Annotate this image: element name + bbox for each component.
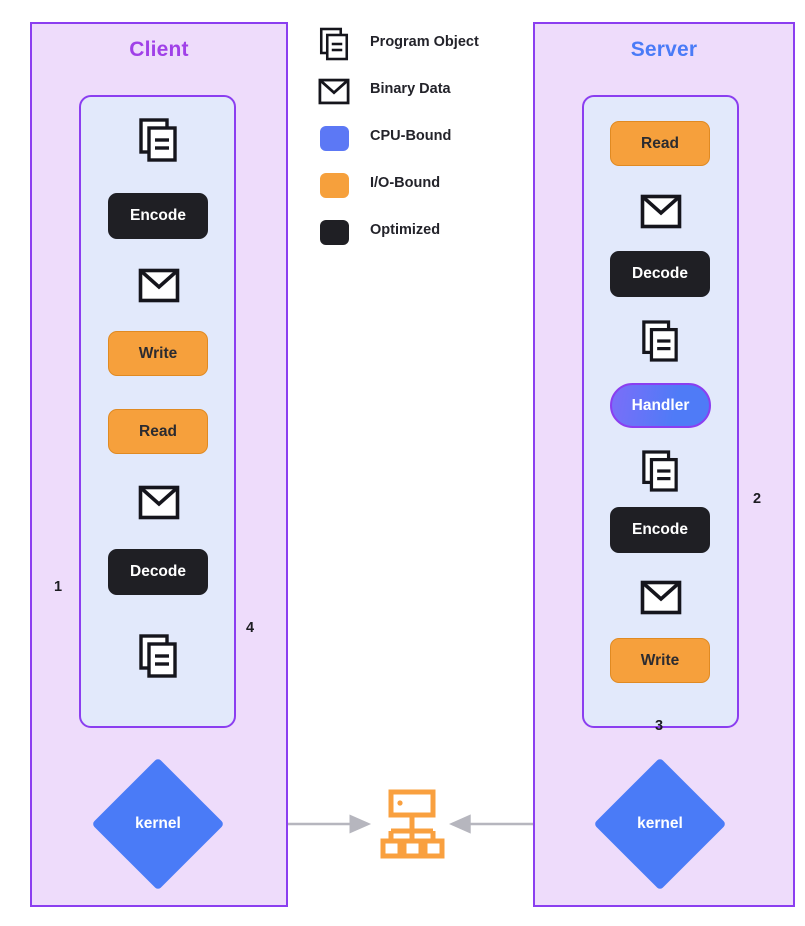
client-kernel[interactable]: kernel xyxy=(91,757,225,891)
client-node-write-label: Write xyxy=(138,344,178,362)
client-node-decode-label: Decode xyxy=(130,563,186,580)
flow-step-label-4: 4 xyxy=(246,620,255,636)
server-node-write[interactable]: Write xyxy=(610,638,710,683)
server-node-decode[interactable]: Decode xyxy=(610,251,710,297)
legend: Program Object Binary Data CPU-Bound I/O… xyxy=(318,27,528,263)
binary-data-icon xyxy=(640,194,682,234)
program-object-icon xyxy=(318,27,350,61)
binary-data-icon xyxy=(138,268,180,308)
flow-step-label-1: 1 xyxy=(54,579,63,595)
client-node-read-label: Read xyxy=(139,422,177,440)
binary-data-icon xyxy=(640,580,682,620)
client-node-encode-label: Encode xyxy=(130,207,186,224)
server-node-decode-label: Decode xyxy=(632,265,688,282)
server-node-encode-label: Encode xyxy=(632,521,688,538)
client-node-read[interactable]: Read xyxy=(108,409,208,454)
client-panel-title: Client xyxy=(129,38,189,61)
legend-label: CPU-Bound xyxy=(370,128,452,144)
legend-row: Optimized xyxy=(318,216,528,263)
client-node-decode[interactable]: Decode xyxy=(108,549,208,595)
legend-row: CPU-Bound xyxy=(318,122,528,169)
flow-step-label-2: 2 xyxy=(753,491,762,507)
legend-row: Program Object xyxy=(318,27,528,75)
server-node-encode[interactable]: Encode xyxy=(610,507,710,553)
cpu-bound-swatch-icon xyxy=(318,122,350,154)
io-bound-swatch-icon xyxy=(318,169,350,201)
server-panel-title: Server xyxy=(630,38,698,61)
server-node-handler[interactable]: Handler xyxy=(610,383,711,428)
optimized-swatch-icon xyxy=(318,216,350,248)
server-node-read-label: Read xyxy=(641,134,679,152)
server-node-handler-label: Handler xyxy=(631,396,690,414)
binary-data-icon xyxy=(138,485,180,525)
legend-label: Binary Data xyxy=(370,81,451,97)
program-object-icon xyxy=(641,450,679,497)
legend-label: I/O-Bound xyxy=(370,175,441,191)
legend-row: Binary Data xyxy=(318,75,528,122)
client-kernel-label: kernel xyxy=(135,815,181,832)
legend-label: Program Object xyxy=(370,34,479,50)
client-node-encode[interactable]: Encode xyxy=(108,193,208,239)
legend-label: Optimized xyxy=(370,222,441,238)
server-node-read[interactable]: Read xyxy=(610,121,710,166)
binary-data-icon xyxy=(318,75,350,107)
program-object-icon xyxy=(138,118,178,167)
server-kernel[interactable]: kernel xyxy=(593,757,727,891)
legend-row: I/O-Bound xyxy=(318,169,528,216)
client-node-write[interactable]: Write xyxy=(108,331,208,376)
program-object-icon xyxy=(641,320,679,367)
network-hierarchy-icon xyxy=(379,789,445,864)
flow-step-label-3: 3 xyxy=(655,718,664,734)
server-node-write-label: Write xyxy=(640,651,680,669)
program-object-icon xyxy=(138,634,178,683)
server-kernel-label: kernel xyxy=(637,815,683,832)
